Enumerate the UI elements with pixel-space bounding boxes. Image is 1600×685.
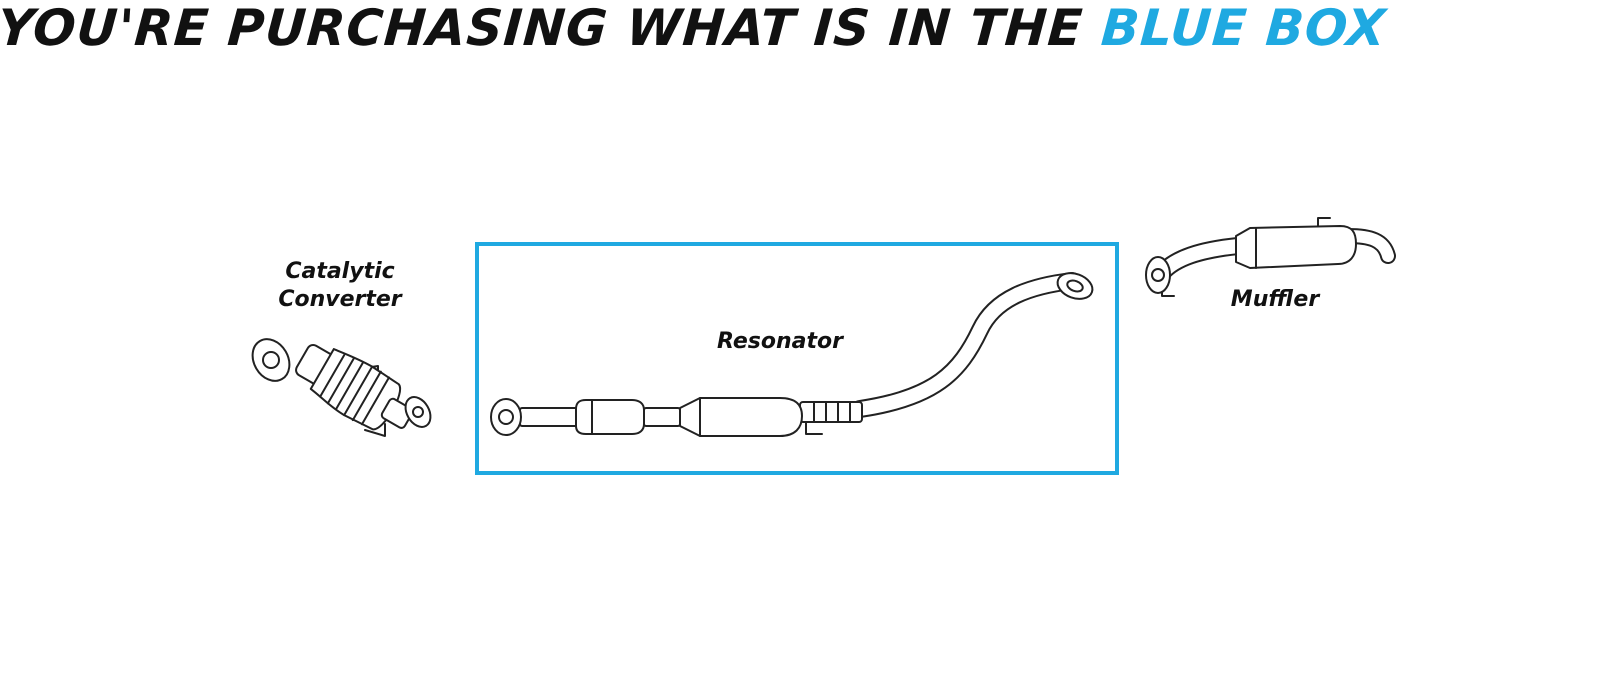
- catalytic-converter-label-line1: Catalytic: [285, 259, 395, 284]
- catalytic-converter-icon: [251, 338, 432, 437]
- resonator-icon: [490, 272, 1094, 437]
- resonator-label: Resonator: [717, 329, 843, 354]
- muffler-icon: [1145, 217, 1396, 297]
- blue-highlight-box: [475, 242, 1119, 475]
- catalytic-converter-label: Catalytic Converter: [255, 258, 425, 314]
- catalytic-converter-label-line2: Converter: [278, 287, 402, 312]
- muffler-label: Muffler: [1230, 287, 1320, 312]
